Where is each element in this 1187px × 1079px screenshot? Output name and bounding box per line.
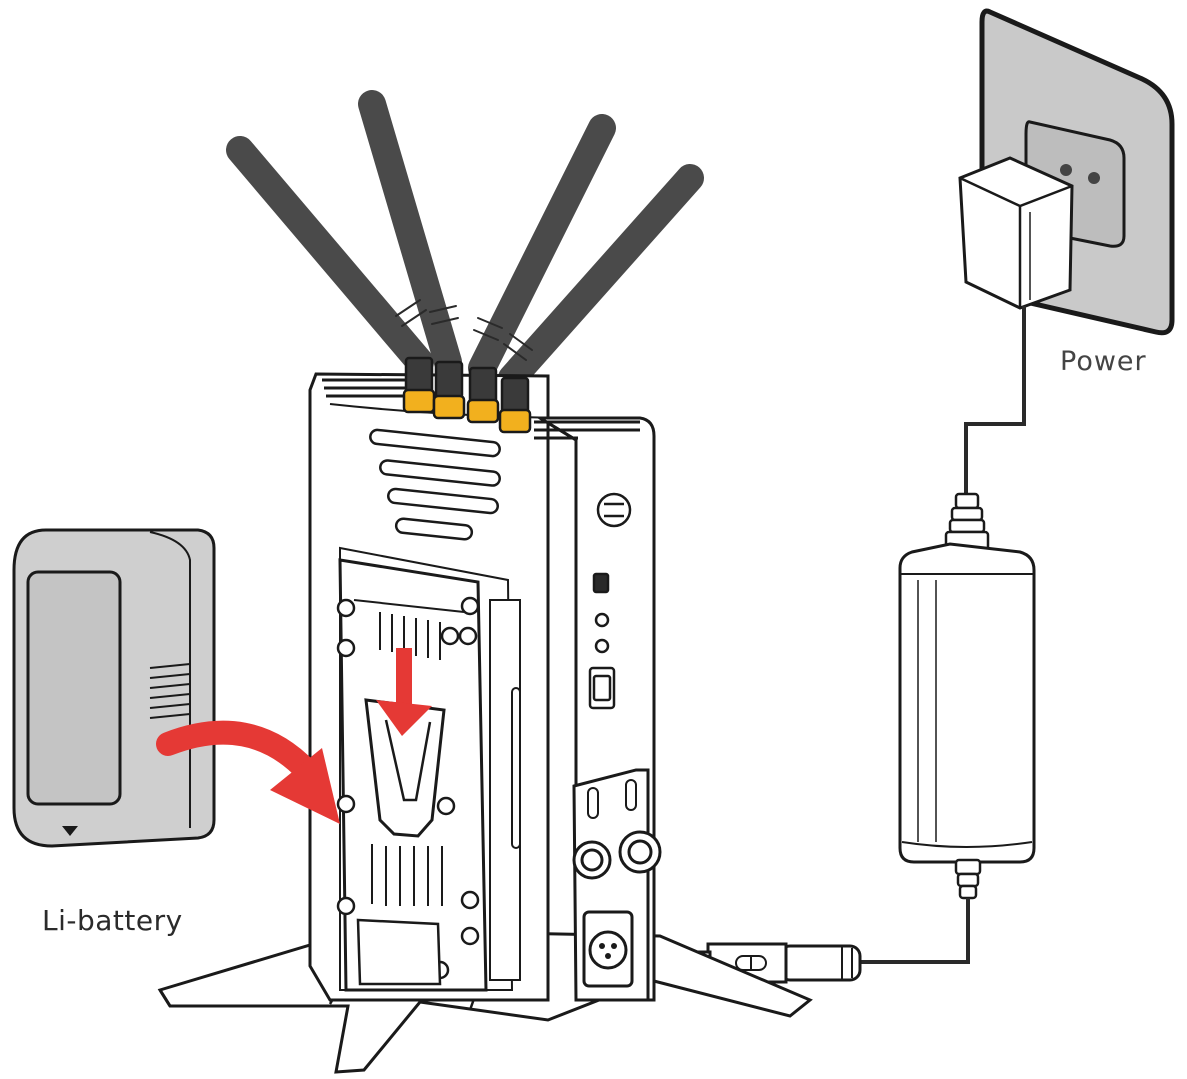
antenna-4 — [498, 164, 704, 392]
antennas — [226, 90, 704, 392]
v-mount-plate — [336, 558, 488, 992]
transmitter-device — [308, 372, 662, 1002]
antenna-connectors — [402, 356, 532, 434]
strain-relief-bottom — [954, 858, 982, 900]
power-cable-upper — [964, 306, 1026, 496]
bnc-bracket — [572, 768, 662, 1002]
strain-relief-top — [944, 492, 990, 552]
antenna-1 — [226, 136, 434, 376]
curved-arrow-icon — [156, 720, 340, 824]
down-arrow-icon — [376, 648, 432, 736]
power-cable-lower — [860, 898, 970, 964]
li-battery — [12, 528, 216, 848]
power-adapter — [898, 542, 1036, 864]
power-label: Power — [1060, 346, 1147, 377]
antenna-2 — [358, 90, 462, 376]
li-battery-label: Li-battery — [42, 904, 183, 937]
side-ports — [588, 492, 632, 710]
wall-plug — [958, 156, 1074, 310]
